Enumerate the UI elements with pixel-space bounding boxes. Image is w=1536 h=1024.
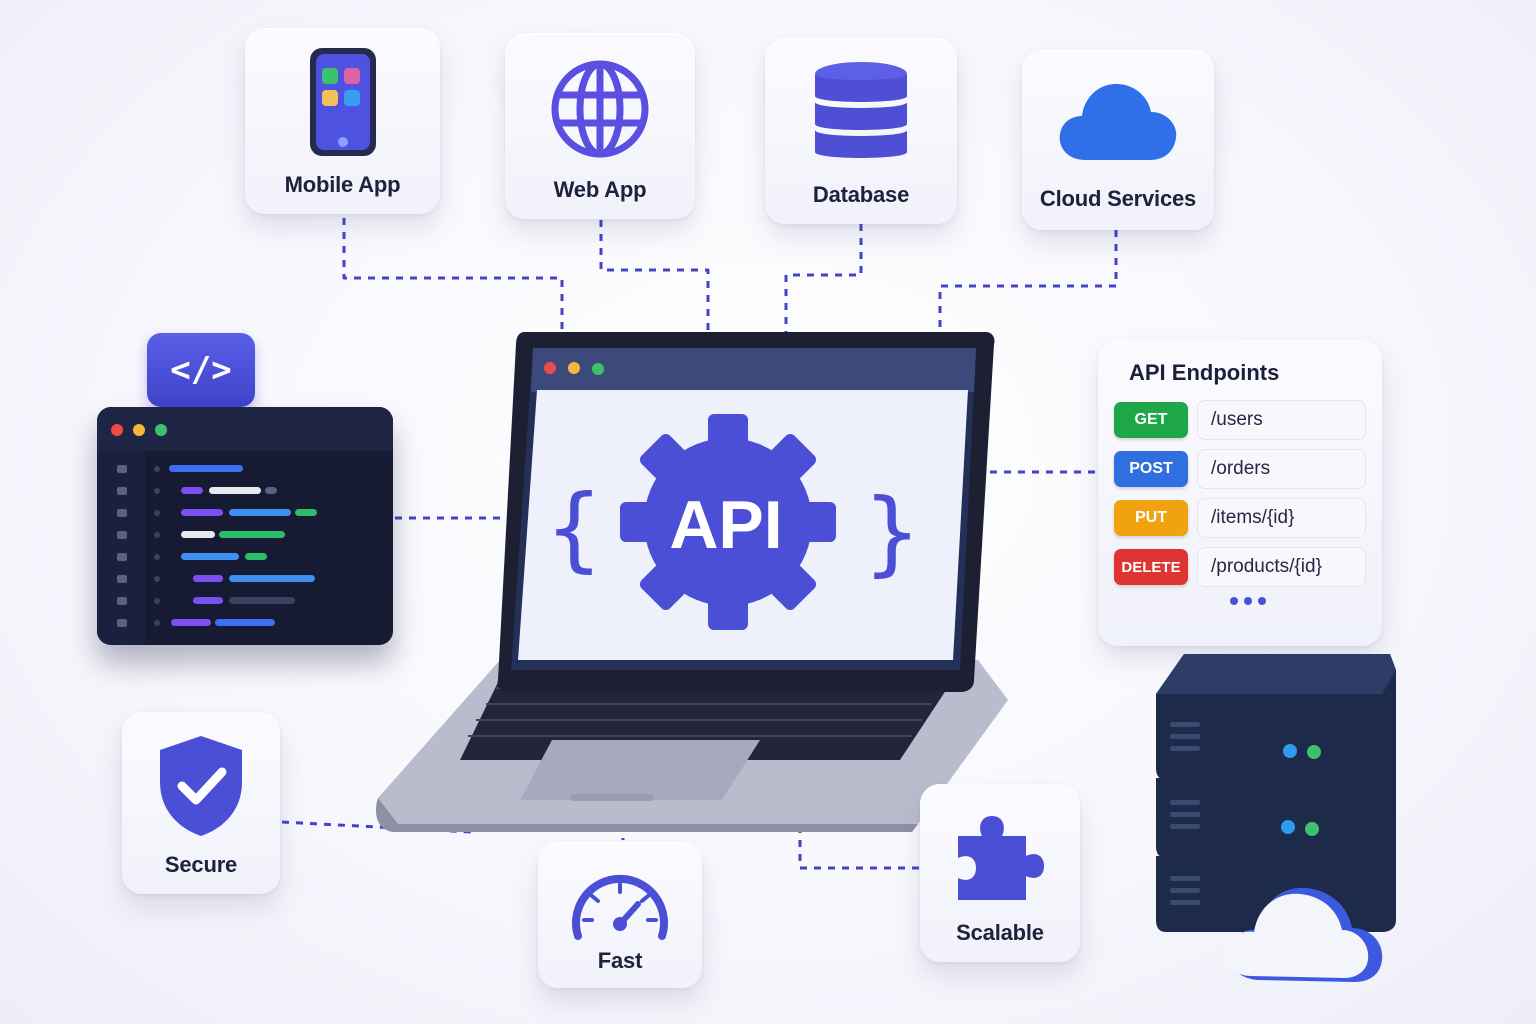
web-app-label: Web App — [553, 177, 647, 202]
cloud-services-card[interactable]: Cloud Services — [1022, 50, 1214, 230]
database-icon — [815, 62, 907, 158]
cloud-services-label: Cloud Services — [1039, 186, 1197, 211]
code-editor-window — [97, 407, 393, 645]
mobile-phone-icon — [309, 48, 376, 156]
code-lines — [97, 451, 317, 645]
api-endpoints-panel: API Endpoints GET /users POST /orders PU… — [1098, 340, 1382, 646]
globe-icon — [551, 60, 649, 158]
connector-web-app — [599, 220, 710, 335]
code-window-titlebar — [97, 407, 393, 451]
close-dot — [111, 424, 123, 436]
scalable-label: Scalable — [956, 920, 1044, 945]
secure-card[interactable]: Secure — [122, 712, 280, 894]
cloud-icon — [1225, 887, 1383, 982]
endpoint-path: /users — [1197, 400, 1366, 440]
endpoint-row[interactable]: POST /orders — [1114, 449, 1366, 489]
puzzle-piece-icon — [958, 816, 1044, 900]
web-app-card[interactable]: Web App — [505, 33, 695, 219]
endpoint-path: /items/{id} — [1197, 498, 1366, 538]
endpoint-path: /orders — [1197, 449, 1366, 489]
server-unit — [1156, 654, 1396, 780]
method-badge-get: GET — [1114, 402, 1188, 438]
method-badge-put: PUT — [1114, 500, 1188, 536]
connector-secure — [281, 802, 474, 834]
code-tag-badge: </> — [147, 333, 255, 407]
connector-scalable — [798, 826, 922, 870]
api-endpoints-title: API Endpoints — [1129, 360, 1280, 385]
method-badge-delete: DELETE — [1114, 549, 1188, 585]
endpoint-row[interactable]: PUT /items/{id} — [1114, 498, 1366, 538]
scalable-card[interactable]: Scalable — [920, 784, 1080, 962]
connector-mobile-app — [342, 218, 564, 330]
maximize-dot — [155, 424, 167, 436]
minimize-dot — [133, 424, 145, 436]
fast-card[interactable]: Fast — [538, 842, 702, 988]
database-label: Database — [812, 182, 910, 207]
secure-label: Secure — [164, 852, 238, 877]
endpoint-row[interactable]: DELETE /products/{id} — [1114, 547, 1366, 587]
endpoint-path: /products/{id} — [1197, 547, 1366, 587]
mobile-app-card[interactable]: Mobile App — [245, 28, 440, 214]
server-unit — [1156, 762, 1396, 858]
endpoint-row[interactable]: GET /users — [1114, 400, 1366, 440]
code-tag-icon: </> — [170, 350, 232, 390]
mobile-app-label: Mobile App — [284, 172, 401, 197]
connector-database — [784, 224, 863, 338]
shield-check-icon — [160, 736, 242, 836]
connector-cloud-services — [938, 230, 1118, 346]
server-stack — [1156, 654, 1396, 982]
speedometer-icon — [572, 874, 668, 940]
more-endpoints-icon[interactable] — [1130, 597, 1366, 605]
method-badge-post: POST — [1114, 451, 1188, 487]
database-card[interactable]: Database — [765, 38, 957, 224]
cloud-icon — [1059, 84, 1177, 160]
fast-label: Fast — [597, 948, 643, 973]
